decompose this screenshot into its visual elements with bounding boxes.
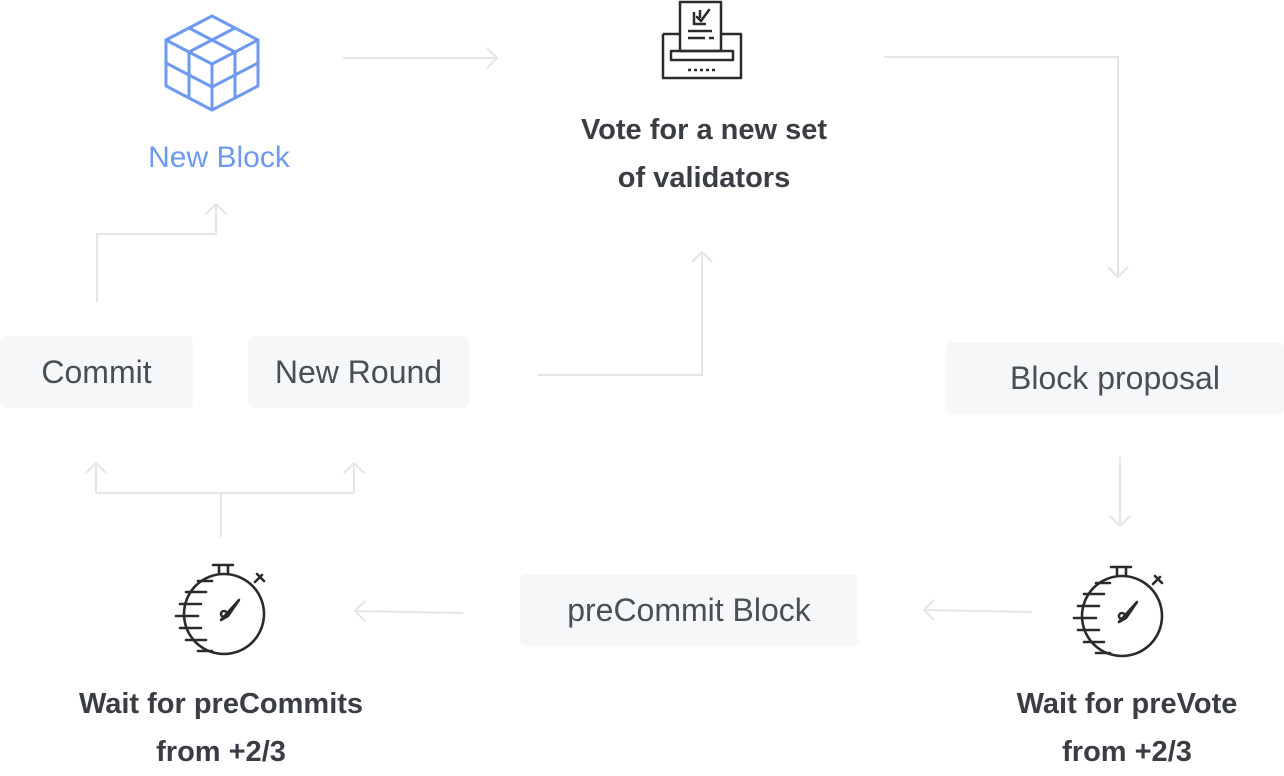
wait-precommits-line-2: from +2/3	[156, 736, 286, 768]
arrow-round-to-vote	[538, 250, 713, 376]
new-block-label: New Block	[148, 141, 290, 174]
wait-precommits-line-1: Wait for preCommits	[78, 688, 364, 720]
connectors	[85, 47, 1131, 622]
arrow-wait-to-commit-and-round	[85, 461, 365, 537]
stopwatch-icon	[1072, 565, 1164, 658]
arrow-commit-to-newblock	[96, 202, 227, 302]
arrow-vote-to-proposal	[884, 56, 1129, 279]
new-round-box: New Round	[248, 336, 469, 408]
cube-icon	[164, 14, 260, 112]
wait-precommits-label: Wait for preCommits from +2/3	[40, 680, 402, 776]
wait-prevote-label: Wait for preVote from +2/3	[977, 680, 1277, 776]
arrow-newblock-to-vote	[343, 47, 499, 69]
vote-label-line-2: of validators	[617, 162, 791, 194]
commit-box: Commit	[0, 336, 193, 408]
vote-label-line-1: Vote for a new set	[580, 114, 828, 146]
ballot-box-icon	[661, 0, 743, 80]
arrow-precommit-to-wait	[353, 600, 464, 622]
arrow-proposal-to-prevote	[1109, 457, 1131, 528]
wait-prevote-line-2: from +2/3	[1062, 736, 1192, 768]
wait-prevote-line-1: Wait for preVote	[1016, 688, 1238, 720]
block-proposal-box: Block proposal	[946, 342, 1284, 414]
vote-label: Vote for a new set of validators	[520, 106, 888, 202]
arrow-prevote-to-precommit	[922, 599, 1033, 621]
precommit-block-box: preCommit Block	[520, 574, 858, 646]
stopwatch-icon	[174, 563, 266, 656]
